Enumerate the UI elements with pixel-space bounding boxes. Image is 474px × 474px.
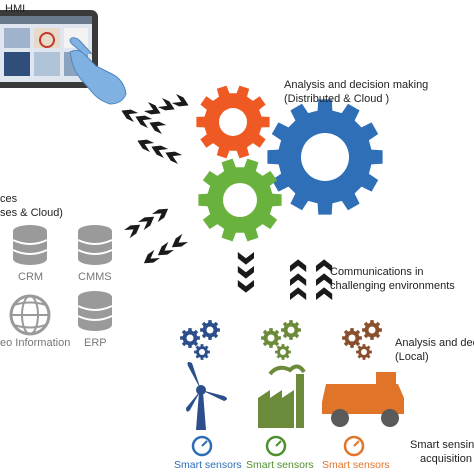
hmi-label: HMI [5, 3, 26, 15]
factory-icon [258, 364, 306, 428]
orange-gear-icon [196, 85, 270, 159]
small-gear-green-b-icon [281, 320, 301, 340]
smart-sensors-label-2: Smart sensors [246, 459, 314, 471]
wind-turbine-icon [186, 362, 227, 430]
sources-subtitle: ses & Cloud) [0, 207, 63, 219]
chevrons-hmi [119, 94, 191, 164]
database-icons [9, 225, 113, 336]
small-gear-green-a-icon [261, 328, 281, 348]
gauge-blue-icon [191, 435, 213, 457]
geo-information-label: eo Information [0, 337, 71, 349]
sources-title: ces [0, 193, 18, 205]
small-gear-blue-c-icon [194, 344, 210, 360]
analysis-cloud-subtitle: (Distributed & Cloud ) [284, 93, 390, 105]
crm-label: CRM [18, 271, 44, 283]
small-gear-brown-a-icon [342, 328, 362, 348]
chevrons-communications [237, 252, 333, 300]
blue-gear-icon [267, 99, 383, 215]
smart-sensors-label-1: Smart sensors [174, 459, 242, 471]
smart-sensors-label-3: Smart sensors [322, 459, 390, 471]
communications-title: Communications in [330, 266, 424, 278]
small-gear-blue-b-icon [200, 320, 220, 340]
small-gear-blue-a-icon [180, 328, 200, 348]
sensing-title: Smart sensin [410, 439, 474, 451]
gauge-green-icon [265, 435, 287, 457]
mining-truck-icon [322, 372, 404, 427]
cmms-database-icon [77, 225, 113, 265]
analysis-cloud-title: Analysis and decision making [284, 79, 429, 91]
small-gear-brown-b-icon [362, 320, 382, 340]
hand-icon [69, 37, 127, 105]
analysis-local-title: Analysis and deci [395, 337, 474, 349]
cmms-label: CMMS [78, 271, 112, 283]
globe-icon [9, 294, 51, 336]
analysis-local-subtitle: (Local) [395, 351, 429, 363]
small-gear-green-c-icon [275, 344, 291, 360]
communications-subtitle: challenging environments [330, 280, 455, 292]
erp-label: ERP [84, 337, 107, 349]
sensing-subtitle: acquisition te [420, 453, 474, 465]
small-gear-brown-c-icon [356, 344, 372, 360]
chevrons-databases [124, 204, 188, 268]
erp-database-icon [77, 291, 113, 331]
green-gear-icon [198, 158, 282, 242]
gauge-orange-icon [343, 435, 365, 457]
crm-database-icon [12, 225, 48, 265]
